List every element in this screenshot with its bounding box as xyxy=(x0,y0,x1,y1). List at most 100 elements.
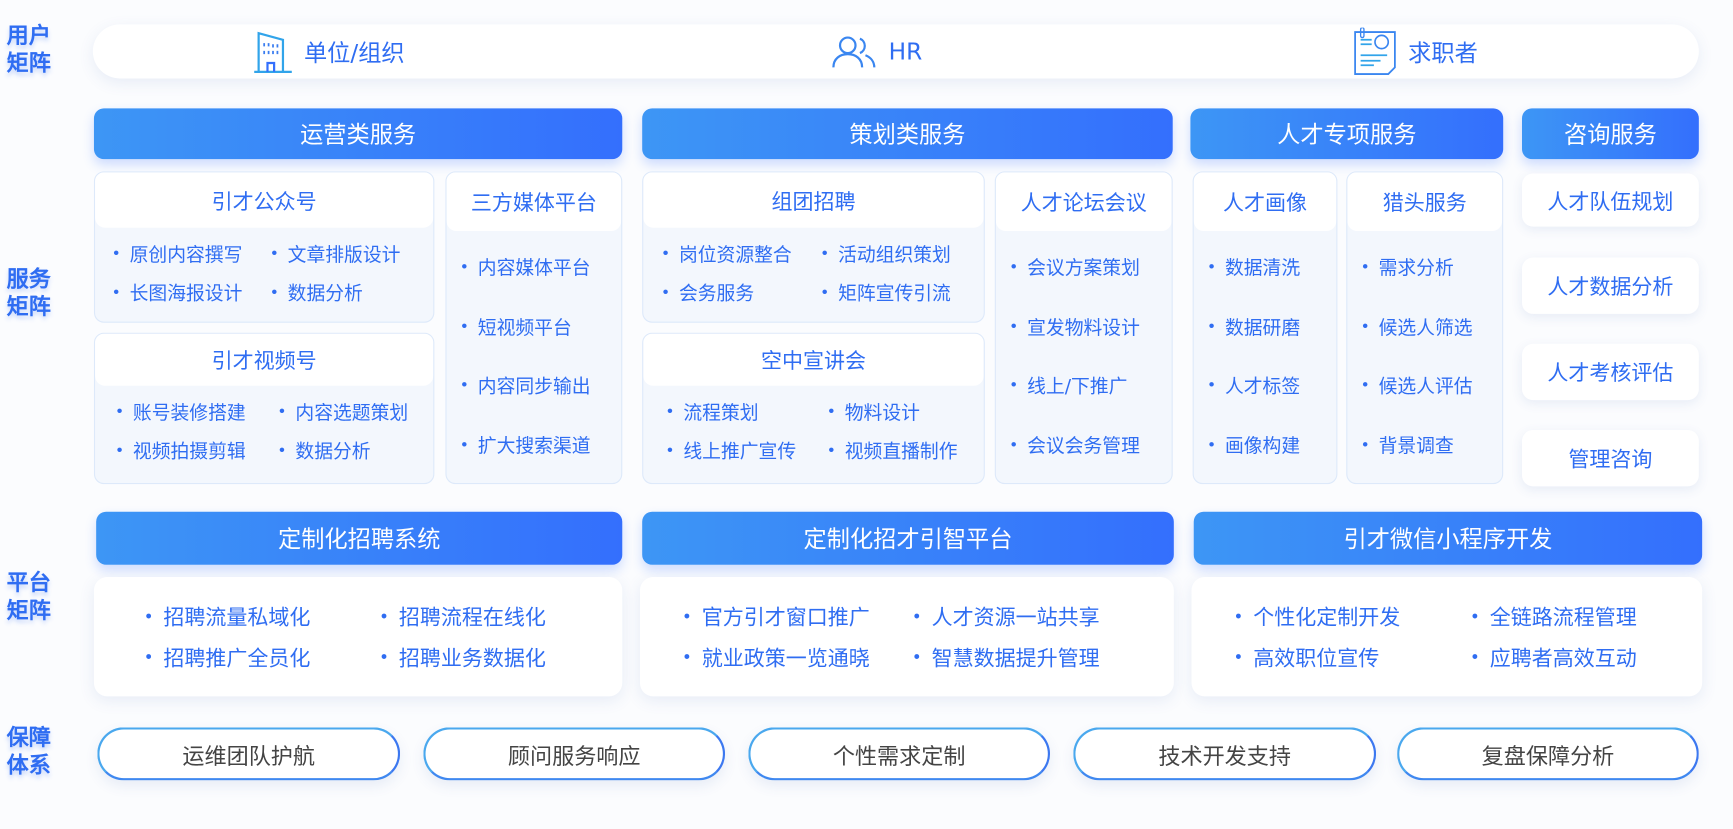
list-item: 短视频平台 xyxy=(460,316,572,341)
label-line: 平台 xyxy=(6,569,51,596)
service-card: 引才公众号原创内容撰写 文章排版设计长图海报设计 数据分析 xyxy=(93,171,435,323)
card-title: 组团招聘 xyxy=(643,172,984,228)
consulting-item: 人才队伍规划 xyxy=(1521,173,1699,227)
user-item-organization: 单位/组织 xyxy=(253,24,405,78)
users-icon xyxy=(832,35,876,67)
list-item: 会议会务管理 xyxy=(1009,434,1140,459)
platform-body: 招聘流量私域化 招聘流程在线化招聘推广全员化 招聘业务数据化 xyxy=(93,576,623,697)
section-label-service-matrix: 服务矩阵 xyxy=(7,265,62,320)
section-label-guarantee: 保障体系 xyxy=(7,724,62,779)
card-title: 人才画像 xyxy=(1193,172,1337,232)
user-item-jobseeker: 求职者 xyxy=(1353,24,1478,78)
list-item: 数据分析 xyxy=(270,282,363,307)
list-item: 线上/下推广 xyxy=(1009,375,1127,400)
list-item: 候选人评估 xyxy=(1361,375,1473,400)
section-label-platform-matrix: 平台矩阵 xyxy=(7,569,62,624)
list-item: 活动组织策划 xyxy=(820,243,951,268)
label-line: 矩阵 xyxy=(6,49,51,77)
section-label-user-matrix: 用户矩阵 xyxy=(7,22,62,77)
label-line: 保障 xyxy=(6,723,51,751)
card-title: 引才公众号 xyxy=(95,172,434,228)
user-item-hr: HR xyxy=(831,24,922,78)
list-item: 数据分析 xyxy=(277,440,370,465)
guarantee-pill: 复盘保障分析 xyxy=(1397,727,1699,781)
platform-feature: 招聘流程在线化 xyxy=(379,601,546,631)
list-item: 需求分析 xyxy=(1361,256,1454,281)
list-item: 内容媒体平台 xyxy=(460,256,591,281)
platform-feature: 个性化定制开发 xyxy=(1234,601,1400,631)
platform-feature: 官方引才窗口推广 xyxy=(682,601,870,631)
card-title: 人才论坛会议 xyxy=(995,172,1172,232)
list-item: 内容同步输出 xyxy=(460,375,591,400)
consulting-item: 人才数据分析 xyxy=(1521,257,1699,314)
list-item: 画像构建 xyxy=(1207,434,1300,459)
platform-body: 个性化定制开发 全链路流程管理高效职位宣传 应聘者高效互动 xyxy=(1191,576,1703,697)
user-item-label: 单位/组织 xyxy=(303,39,405,66)
service-card: 猎头服务需求分析候选人筛选候选人评估背景调查 xyxy=(1346,171,1504,485)
platform-body: 官方引才窗口推广 人才资源一站共享就业政策一览通晓 智慧数据提升管理 xyxy=(639,576,1174,697)
platform-feature: 就业政策一览通晓 xyxy=(682,642,870,672)
user-item-label: 求职者 xyxy=(1408,39,1478,66)
list-item: 人才标签 xyxy=(1207,375,1300,400)
list-item: 候选人筛选 xyxy=(1361,316,1473,341)
list-item: 物料设计 xyxy=(827,401,920,426)
service-card: 三方媒体平台内容媒体平台短视频平台内容同步输出扩大搜索渠道 xyxy=(445,171,623,485)
list-item: 流程策划 xyxy=(665,401,758,426)
list-item: 文章排版设计 xyxy=(270,243,401,268)
list-item: 视频直播制作 xyxy=(827,440,958,465)
service-card: 引才视频号账号装修搭建 内容选题策划视频拍摄剪辑 数据分析 xyxy=(93,332,435,485)
guarantee-pill: 个性需求定制 xyxy=(748,727,1051,781)
list-item: 扩大搜索渠道 xyxy=(460,434,591,459)
list-item: 数据清洗 xyxy=(1207,256,1300,281)
platform-feature: 人才资源一站共享 xyxy=(912,601,1100,631)
guarantee-pill: 技术开发支持 xyxy=(1073,727,1377,781)
user-matrix-bar: 单位/组织 HR 求职者 xyxy=(92,24,1699,79)
consulting-item: 人才考核评估 xyxy=(1521,343,1699,401)
platform-feature: 高效职位宣传 xyxy=(1234,642,1379,672)
guarantee-pill: 运维团队护航 xyxy=(97,727,401,781)
card-title: 引才视频号 xyxy=(95,333,434,386)
platform-feature: 招聘推广全员化 xyxy=(144,642,310,672)
service-header: 策划类服务 xyxy=(642,108,1173,160)
list-item: 会议方案策划 xyxy=(1009,256,1140,281)
service-card: 组团招聘岗位资源整合 活动组织策划会务服务 矩阵宣传引流 xyxy=(642,171,985,323)
service-header: 咨询服务 xyxy=(1521,108,1699,160)
platform-feature: 智慧数据提升管理 xyxy=(912,642,1100,672)
card-title: 猎头服务 xyxy=(1347,172,1503,232)
list-item: 原创内容撰写 xyxy=(112,243,243,268)
service-card: 人才画像数据清洗数据研磨人才标签画像构建 xyxy=(1192,171,1338,485)
list-item: 账号装修搭建 xyxy=(115,401,246,426)
service-header: 人才专项服务 xyxy=(1190,108,1504,160)
building-icon xyxy=(254,31,292,73)
resume-icon xyxy=(1354,27,1396,75)
platform-header: 定制化招才引智平台 xyxy=(642,511,1174,565)
service-card: 人才论坛会议会议方案策划宣发物料设计线上/下推广会议会务管理 xyxy=(994,171,1173,485)
service-header: 运营类服务 xyxy=(93,108,623,160)
platform-feature: 招聘流量私域化 xyxy=(144,601,310,631)
list-item: 背景调查 xyxy=(1361,434,1454,459)
list-item: 会务服务 xyxy=(661,282,754,307)
label-line: 矩阵 xyxy=(6,292,51,320)
card-title: 空中宣讲会 xyxy=(643,333,984,386)
card-title: 三方媒体平台 xyxy=(446,172,622,232)
list-item: 岗位资源整合 xyxy=(661,243,792,268)
platform-feature: 招聘业务数据化 xyxy=(379,642,546,672)
list-item: 内容选题策划 xyxy=(277,401,408,426)
platform-feature: 应聘者高效互动 xyxy=(1470,642,1637,672)
label-line: 用户 xyxy=(6,22,51,49)
user-item-label: HR xyxy=(888,38,923,65)
consulting-item: 管理咨询 xyxy=(1521,429,1699,487)
label-line: 体系 xyxy=(6,751,51,779)
label-line: 矩阵 xyxy=(6,596,51,624)
list-item: 矩阵宣传引流 xyxy=(820,282,951,307)
guarantee-pill: 顾问服务响应 xyxy=(423,727,726,781)
label-line: 服务 xyxy=(6,265,51,292)
list-item: 视频拍摄剪辑 xyxy=(115,440,246,465)
platform-feature: 全链路流程管理 xyxy=(1470,601,1637,631)
list-item: 数据研磨 xyxy=(1207,316,1300,341)
service-card: 空中宣讲会流程策划物料设计线上推广宣传视频直播制作 xyxy=(642,332,985,485)
list-item: 长图海报设计 xyxy=(112,282,243,307)
list-item: 宣发物料设计 xyxy=(1009,316,1140,341)
platform-header: 引才微信小程序开发 xyxy=(1193,511,1703,565)
